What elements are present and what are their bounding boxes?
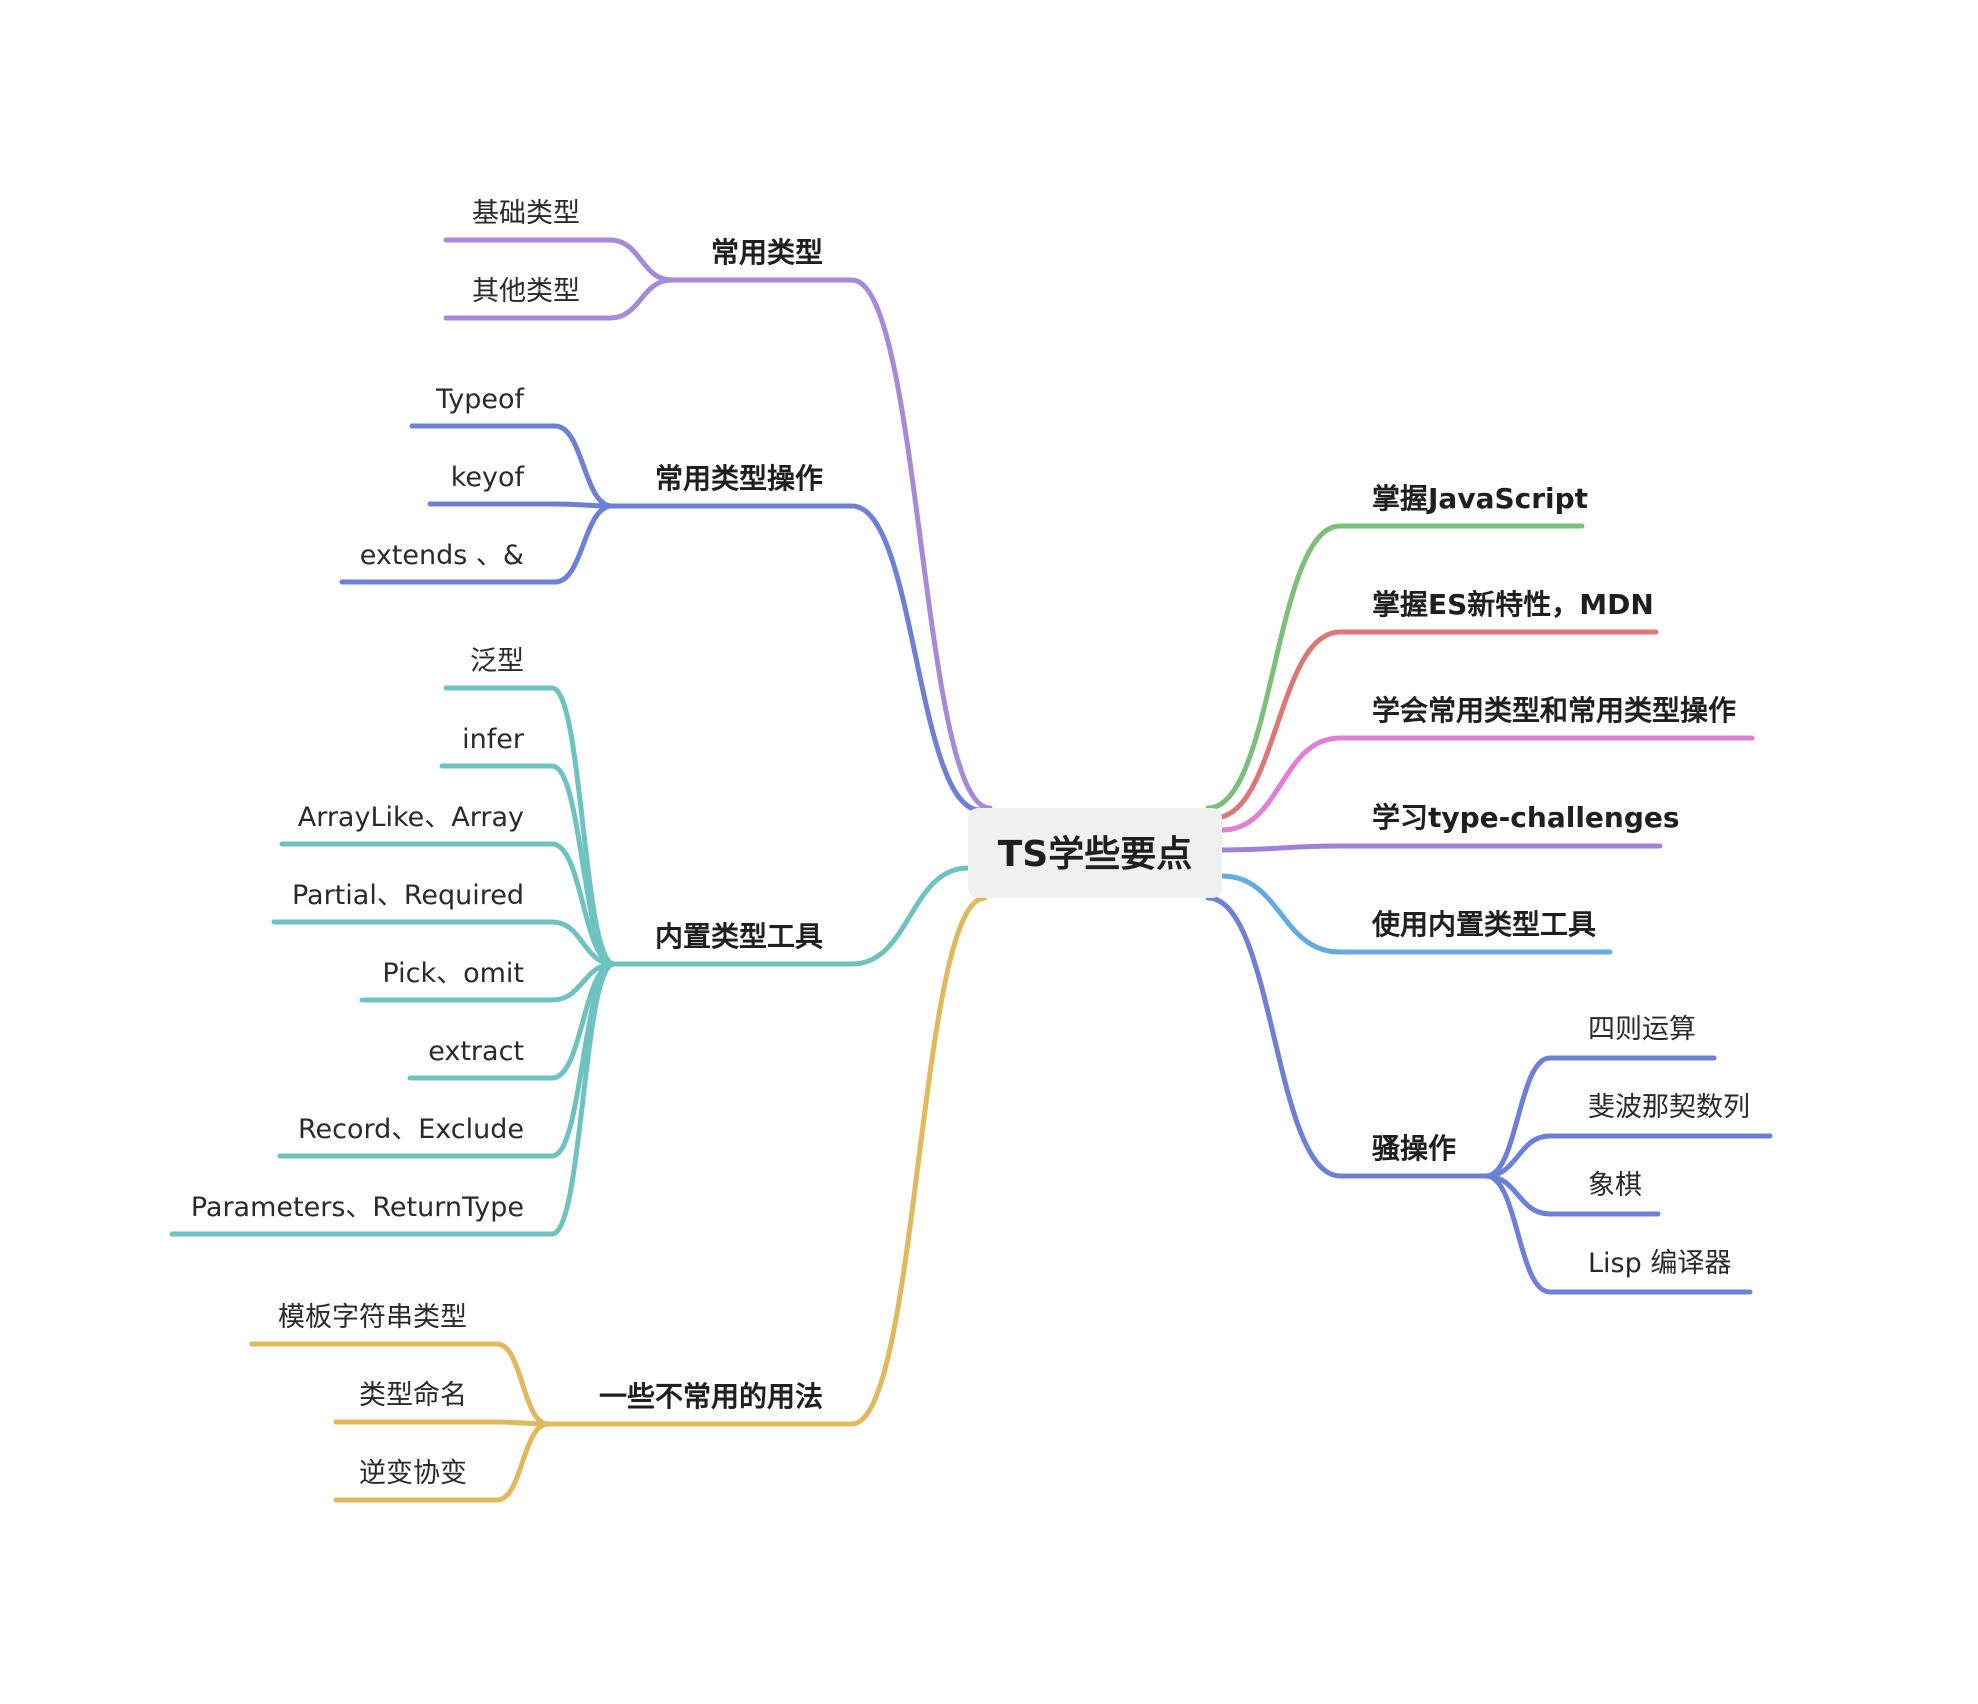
connector-1-0 [409, 423, 615, 509]
root-node-box [968, 808, 1222, 898]
leaf-chess[interactable]: 象棋 [1588, 1170, 1642, 1201]
branch-label-learn-common-types[interactable]: 学会常用类型和常用类型操作 [1372, 694, 1736, 727]
branch-label-type-challenges[interactable]: 学习type-challenges [1372, 801, 1680, 834]
leaf-generics[interactable]: 泛型 [470, 646, 524, 677]
connector-right-3 [1219, 843, 1663, 853]
root-node[interactable]: TS学些要点 [968, 808, 1222, 898]
connector-right-5-3 [1483, 1173, 1753, 1295]
leaf-keyof[interactable]: keyof [451, 462, 526, 493]
branch-label-builtin-utilities[interactable]: 内置类型工具 [655, 920, 823, 953]
connector-3-1 [333, 1419, 551, 1427]
connector-right-2 [1219, 735, 1755, 833]
connector-2-3 [271, 919, 617, 967]
connector-right-5-0 [1483, 1055, 1717, 1179]
leaf-fibonacci[interactable]: 斐波那契数列 [1588, 1092, 1750, 1123]
connector-right-5 [1205, 895, 1491, 1179]
leaf-lisp-compiler[interactable]: Lisp 编译器 [1588, 1248, 1731, 1279]
leaf-variance[interactable]: 逆变协变 [359, 1458, 467, 1489]
leaf-other-types[interactable]: 其他类型 [472, 276, 580, 307]
connector-3-0 [249, 1341, 551, 1427]
leaf-infer[interactable]: infer [462, 724, 525, 755]
leaf-template-literal-types[interactable]: 模板字符串类型 [278, 1302, 467, 1333]
connector-2-1 [439, 763, 617, 967]
branch-label-common-types[interactable]: 常用类型 [711, 236, 823, 269]
leaf-extract[interactable]: extract [428, 1036, 524, 1067]
connector-3-2 [333, 1421, 551, 1503]
connector-right-5-1 [1483, 1133, 1773, 1179]
connector-2-2 [279, 841, 617, 967]
connector-1-2 [339, 503, 615, 585]
connector-right-0 [1205, 523, 1585, 811]
leaf-parameters-returntype[interactable]: Parameters、ReturnType [191, 1192, 524, 1223]
leaf-type-naming[interactable]: 类型命名 [359, 1380, 467, 1411]
branch-label-tricks[interactable]: 骚操作 [1372, 1132, 1456, 1165]
leaf-extends[interactable]: extends 、& [360, 540, 524, 571]
branch-label-type-operations[interactable]: 常用类型操作 [655, 462, 823, 495]
connector-right-4 [1219, 873, 1613, 955]
branch-label-master-es-features[interactable]: 掌握ES新特性，MDN [1372, 588, 1654, 621]
branch-label-uncommon-usage[interactable]: 一些不常用的用法 [599, 1380, 823, 1413]
connector-0 [667, 277, 993, 811]
leaf-arraylike-array[interactable]: ArrayLike、Array [298, 802, 524, 833]
root-node-label: TS学些要点 [998, 833, 1193, 875]
leaf-pick-omit[interactable]: Pick、omit [382, 958, 524, 989]
connector-2-7 [169, 961, 617, 1237]
connector-right-1 [1211, 629, 1659, 821]
leaf-record-exclude[interactable]: Record、Exclude [298, 1114, 524, 1145]
connector-0-1 [443, 277, 675, 321]
branch-label-master-javascript[interactable]: 掌握JavaScript [1372, 482, 1588, 515]
connector-1-1 [427, 501, 615, 509]
connector-0-0 [443, 237, 675, 283]
leaf-partial-required[interactable]: Partial、Required [292, 880, 524, 911]
leaf-basic-types[interactable]: 基础类型 [472, 198, 580, 229]
connector-3 [543, 895, 988, 1427]
leaf-arithmetic[interactable]: 四则运算 [1588, 1014, 1696, 1045]
connector-1 [607, 503, 983, 813]
connector-lines [169, 237, 1773, 1503]
branch-label-use-builtin-utilities[interactable]: 使用内置类型工具 [1371, 908, 1596, 941]
leaf-typeof[interactable]: Typeof [435, 384, 526, 415]
connector-2 [609, 865, 971, 967]
